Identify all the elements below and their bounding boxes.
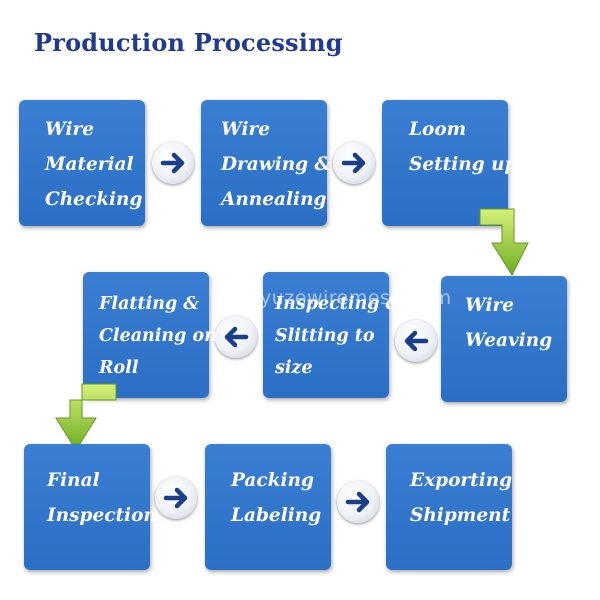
step-label-line: Checking: [45, 189, 143, 210]
step-loom-setting-up: Loom Setting up: [382, 100, 518, 226]
step-exporting-shipment: Exporting Shipment: [386, 444, 512, 570]
step-flatting-cleaning: Flatting & Cleaning on Roll: [83, 272, 217, 398]
step-label-line: Wire: [221, 119, 270, 140]
step-wire-weaving: Wire Weaving: [441, 276, 567, 402]
arrow-right-circle-icon: [337, 481, 379, 523]
step-label-line: Packing: [231, 470, 314, 491]
step-label-line: Inspection: [47, 505, 157, 526]
step-wire-drawing-annealing: Wire Drawing & Annealing: [201, 100, 332, 226]
step-inspecting-slitting: Inspecting & Slitting to size: [263, 272, 402, 398]
step-final-inspection: Final Inspection: [24, 444, 157, 570]
turn-down-arrow-icon: [479, 208, 529, 277]
page-title: Production Processing: [34, 28, 343, 57]
step-label-line: Labeling: [231, 505, 322, 526]
step-label-line: Shipment: [410, 505, 511, 526]
arrow-right-circle-icon: [155, 477, 197, 519]
step-label-line: Wire: [465, 295, 514, 316]
watermark: yuzewiremesh.com: [260, 287, 452, 309]
step-label-line: Flatting &: [99, 294, 200, 314]
arrow-left-circle-icon: [395, 320, 437, 362]
step-label-line: Final: [47, 470, 100, 491]
step-label-line: Slitting to: [275, 326, 375, 346]
step-label-line: Cleaning on: [99, 326, 217, 346]
arrow-right-circle-icon: [152, 142, 194, 184]
step-label-line: Inspecting &: [275, 294, 402, 314]
arrow-left-circle-icon: [215, 316, 257, 358]
step-label-line: size: [275, 358, 313, 378]
step-label-line: Exporting: [410, 470, 513, 491]
arrow-right-circle-icon: [333, 142, 375, 184]
step-packing-labeling: Packing Labeling: [205, 444, 331, 570]
step-label-line: Roll: [99, 358, 139, 378]
step-label-line: Loom: [409, 119, 467, 140]
step-label-line: Setting up: [409, 154, 518, 175]
step-label-line: Material: [45, 154, 134, 175]
step-label-line: Drawing &: [221, 154, 332, 175]
step-wire-material-checking: Wire Material Checking: [19, 100, 145, 226]
step-label-line: Weaving: [465, 330, 553, 351]
turn-down-arrow-icon: [55, 383, 117, 451]
step-label-line: Annealing: [221, 189, 327, 210]
step-label-line: Wire: [45, 119, 94, 140]
